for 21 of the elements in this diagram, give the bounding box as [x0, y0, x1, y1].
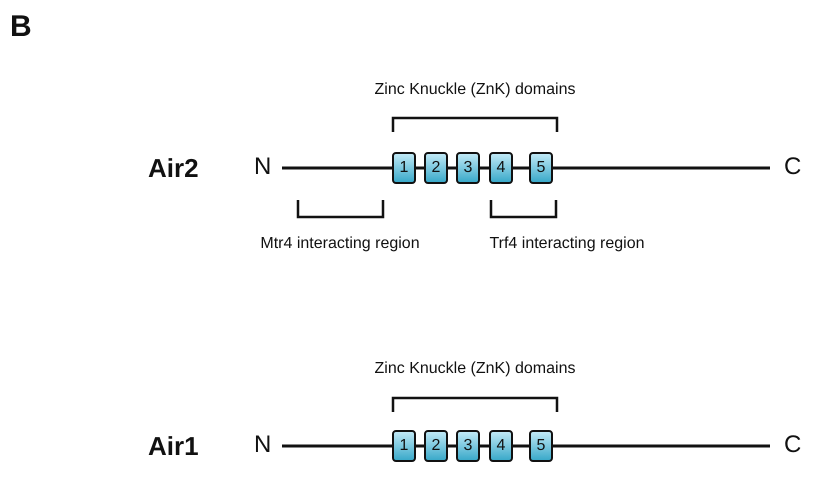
panel-letter: B	[10, 12, 32, 42]
region-caption: Trf4 interacting region	[489, 236, 645, 252]
domain-box: 5	[529, 152, 553, 184]
domain-box: 1	[392, 430, 416, 462]
domain-box: 3	[456, 430, 480, 462]
domain-box: 2	[424, 152, 448, 184]
protein-name: Air1	[148, 433, 199, 459]
terminus-label: N	[254, 155, 272, 179]
domain-caption: Zinc Knuckle (ZnK) domains	[374, 82, 576, 98]
domain-box: 4	[489, 152, 513, 184]
protein-name: Air2	[148, 155, 199, 181]
domain-box: 5	[529, 430, 553, 462]
region-caption: Mtr4 interacting region	[260, 236, 420, 252]
domain-caption: Zinc Knuckle (ZnK) domains	[374, 361, 576, 377]
terminus-label: C	[784, 433, 802, 457]
domain-box: 3	[456, 152, 480, 184]
terminus-label: N	[254, 433, 272, 457]
domain-box: 4	[489, 430, 513, 462]
terminus-label: C	[784, 155, 802, 179]
domain-box: 1	[392, 152, 416, 184]
domain-box: 2	[424, 430, 448, 462]
